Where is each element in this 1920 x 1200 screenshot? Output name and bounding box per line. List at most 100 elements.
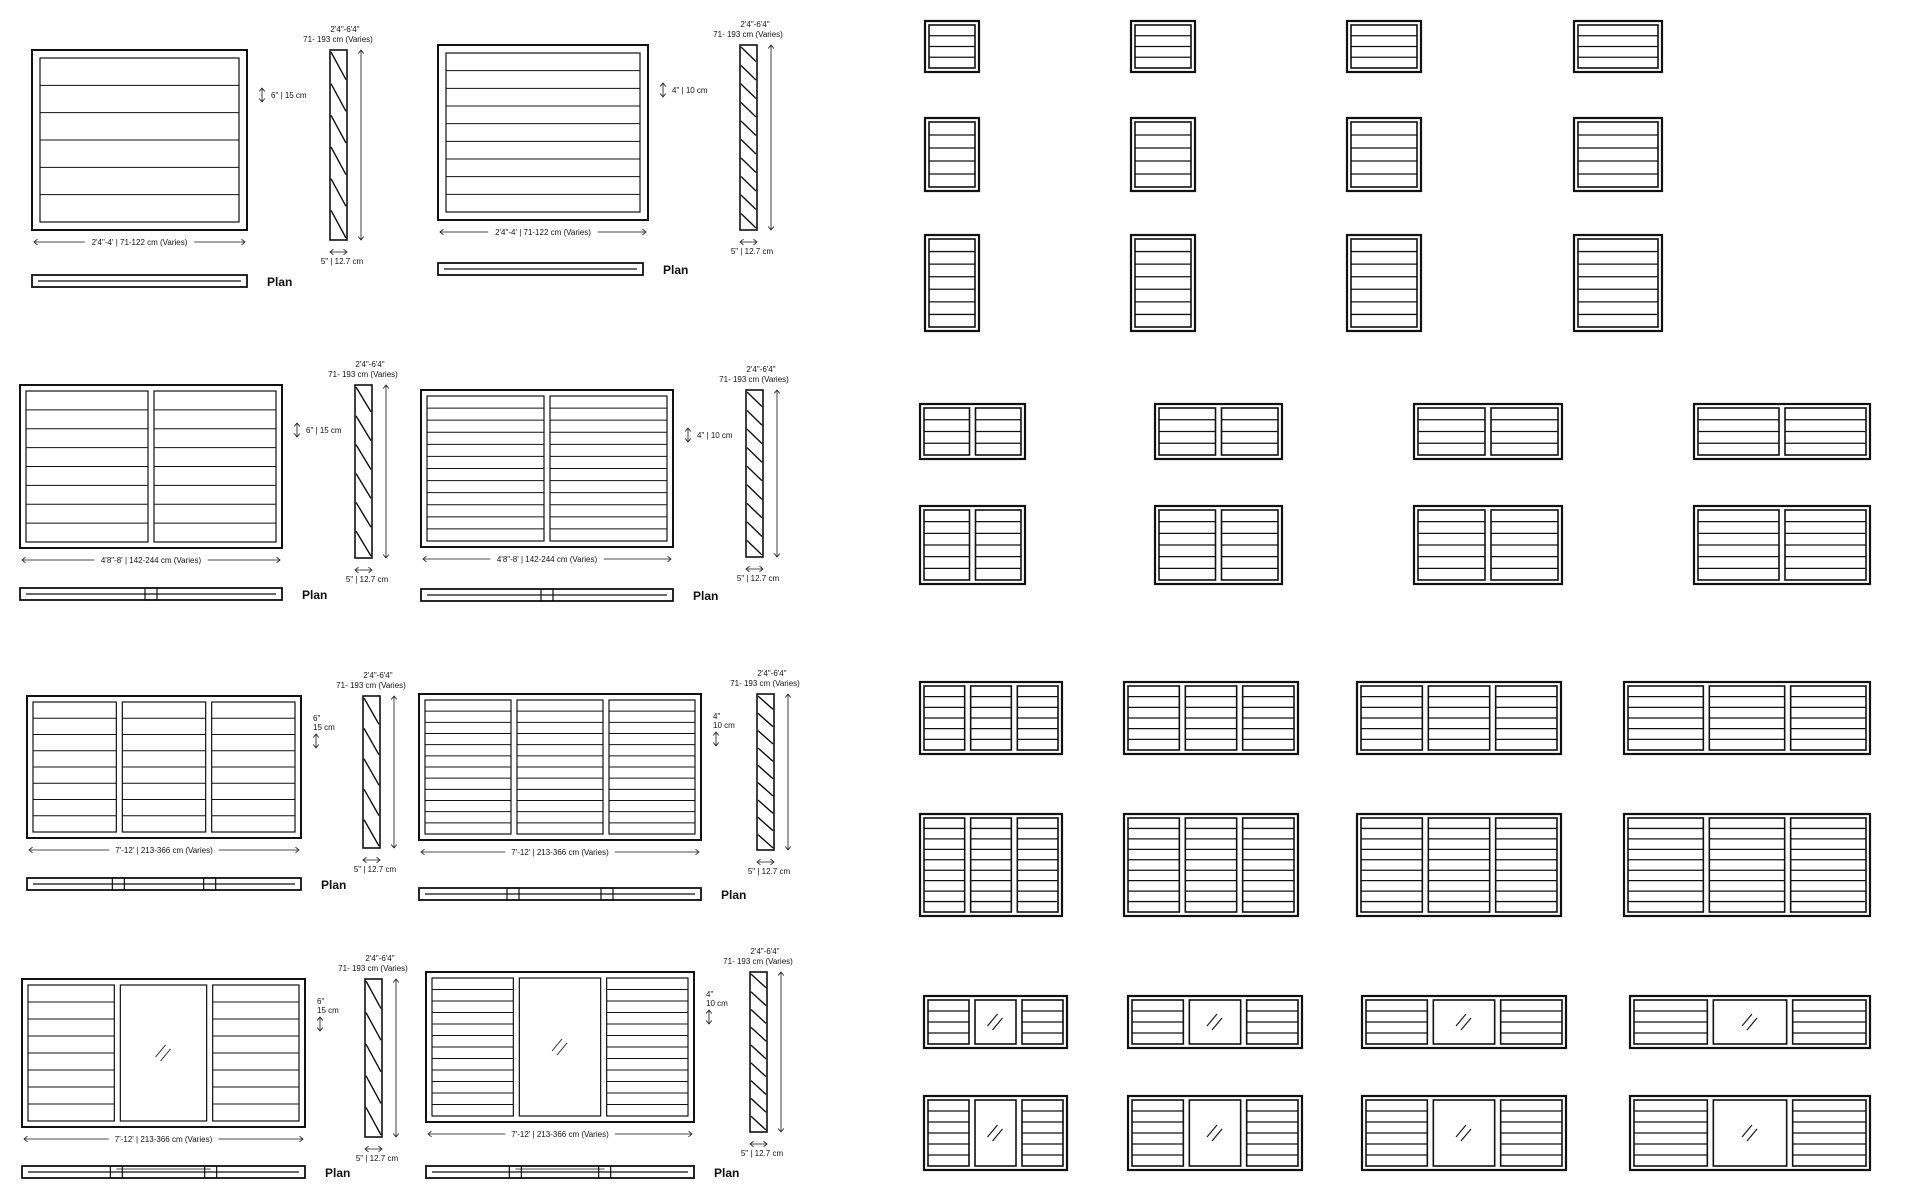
single-unit-r3-c4 bbox=[1572, 233, 1664, 333]
glass-mark bbox=[1206, 1013, 1218, 1027]
panel bbox=[928, 238, 976, 328]
louver-section-diagonal bbox=[365, 1043, 382, 1073]
arrow-head bbox=[739, 238, 744, 246]
louver-section-diagonal bbox=[740, 194, 757, 211]
louver-section-diagonal bbox=[757, 782, 774, 797]
louver-section-diagonal bbox=[757, 799, 774, 814]
unit-frame bbox=[1628, 994, 1872, 1050]
arrow-head bbox=[368, 566, 373, 574]
glass-mark bbox=[1206, 1124, 1218, 1138]
unit-frame bbox=[1572, 19, 1664, 74]
louver-section-diagonal bbox=[746, 410, 763, 426]
shutter-frame bbox=[437, 44, 649, 221]
arrow-head bbox=[684, 427, 692, 432]
louver-size-cm: 10 cm bbox=[713, 721, 735, 730]
panel bbox=[1350, 121, 1418, 188]
arrow-head bbox=[756, 858, 761, 866]
plan-view bbox=[437, 262, 644, 276]
triple-unit-r2-c3 bbox=[1355, 812, 1563, 918]
plan-label: Plan bbox=[302, 588, 327, 602]
glass-mark bbox=[1746, 1128, 1758, 1142]
unit-frame bbox=[918, 680, 1064, 756]
shutter-frame bbox=[425, 971, 695, 1123]
louver-section-diagonal bbox=[757, 730, 774, 745]
unit-frame bbox=[923, 233, 981, 333]
arrow-head bbox=[316, 1016, 324, 1021]
louver-section-diagonal bbox=[363, 758, 380, 786]
arrow-head bbox=[382, 384, 390, 389]
louver-section-diagonal bbox=[365, 1012, 382, 1041]
double-unit-r2-c4 bbox=[1692, 504, 1872, 586]
plan-label: Plan bbox=[721, 888, 746, 902]
depth-label: 5" | 12.7 cm bbox=[737, 574, 780, 583]
arrow-head bbox=[23, 1135, 28, 1143]
single-unit-r2-c4 bbox=[1572, 116, 1664, 193]
unit-frame bbox=[1122, 812, 1300, 918]
shutter-detail-5: 7'-12' | 213-366 cm (Varies)6"15 cm2'4"-… bbox=[26, 671, 406, 892]
glass-mark bbox=[1460, 1128, 1472, 1142]
louver-section-diagonal bbox=[740, 138, 757, 155]
shutter-frame bbox=[418, 693, 702, 841]
glass-unit-r2-c4 bbox=[1628, 1094, 1872, 1172]
unit-frame bbox=[1360, 1094, 1568, 1172]
unit-frame bbox=[1129, 19, 1197, 74]
double-unit-r2-c2 bbox=[1153, 504, 1284, 586]
arrow-head bbox=[667, 555, 672, 563]
arrow-head bbox=[392, 1133, 400, 1138]
shutter-frame bbox=[26, 695, 302, 839]
louver-section-diagonal bbox=[330, 209, 347, 239]
label-backdrop bbox=[109, 845, 219, 855]
glass-panel bbox=[1188, 1099, 1242, 1167]
double-unit-r2-c1 bbox=[918, 504, 1027, 586]
louver-section-diagonal bbox=[746, 502, 763, 519]
unit-frame bbox=[1572, 116, 1664, 193]
plan-label: Plan bbox=[321, 878, 346, 892]
panel bbox=[1627, 817, 1705, 913]
louver-section-diagonal bbox=[740, 83, 757, 100]
shutter-frame bbox=[21, 978, 306, 1128]
unit-frame bbox=[918, 402, 1027, 461]
single-unit-r2-c2 bbox=[1129, 116, 1197, 193]
arrow-head bbox=[773, 553, 781, 558]
arrow-head bbox=[376, 856, 381, 864]
panel bbox=[928, 121, 976, 188]
louver-section-diagonal bbox=[750, 1044, 767, 1060]
height-range-cm-label: 71- 193 cm (Varies) bbox=[303, 35, 373, 44]
unit-frame bbox=[923, 116, 981, 193]
single-unit-r1-c4 bbox=[1572, 19, 1664, 74]
unit-frame bbox=[1345, 19, 1423, 74]
arrow-head bbox=[439, 228, 444, 236]
side-section bbox=[756, 693, 775, 851]
arrow-head bbox=[749, 1140, 754, 1148]
arrow-head bbox=[21, 556, 26, 564]
louver-section-diagonal bbox=[740, 175, 757, 192]
height-range-label: 2'4"-6'4" bbox=[363, 671, 392, 680]
arrow-head bbox=[357, 236, 365, 241]
unit-frame bbox=[1153, 504, 1284, 586]
plan-label: Plan bbox=[714, 1166, 739, 1180]
label-backdrop bbox=[505, 847, 615, 857]
louver-section-diagonal bbox=[330, 83, 347, 112]
louver-section-diagonal bbox=[750, 991, 767, 1007]
arrow-head bbox=[293, 422, 301, 427]
shutter-frame bbox=[420, 389, 674, 548]
louver-section-diagonal bbox=[355, 473, 372, 499]
louver-section-diagonal bbox=[757, 695, 774, 710]
side-section bbox=[329, 49, 348, 241]
louver-section-diagonal bbox=[330, 114, 347, 144]
unit-frame bbox=[1126, 994, 1304, 1050]
arrow-head bbox=[773, 389, 781, 394]
arrow-head bbox=[767, 44, 775, 49]
glass-panel bbox=[1712, 1099, 1788, 1167]
elevation-rows bbox=[918, 19, 1872, 1172]
unit-frame bbox=[922, 1094, 1069, 1172]
unit-frame bbox=[1345, 116, 1423, 193]
glass-unit-r1-c1 bbox=[922, 994, 1069, 1050]
unit-frame bbox=[918, 504, 1027, 586]
width-dimension-label: 7'-12' | 213-366 cm (Varies) bbox=[511, 848, 609, 857]
triple-unit-r2-c2 bbox=[1122, 812, 1300, 918]
arrow-head bbox=[688, 1130, 693, 1138]
arrow-head bbox=[312, 744, 320, 749]
louver-section-diagonal bbox=[355, 386, 372, 413]
